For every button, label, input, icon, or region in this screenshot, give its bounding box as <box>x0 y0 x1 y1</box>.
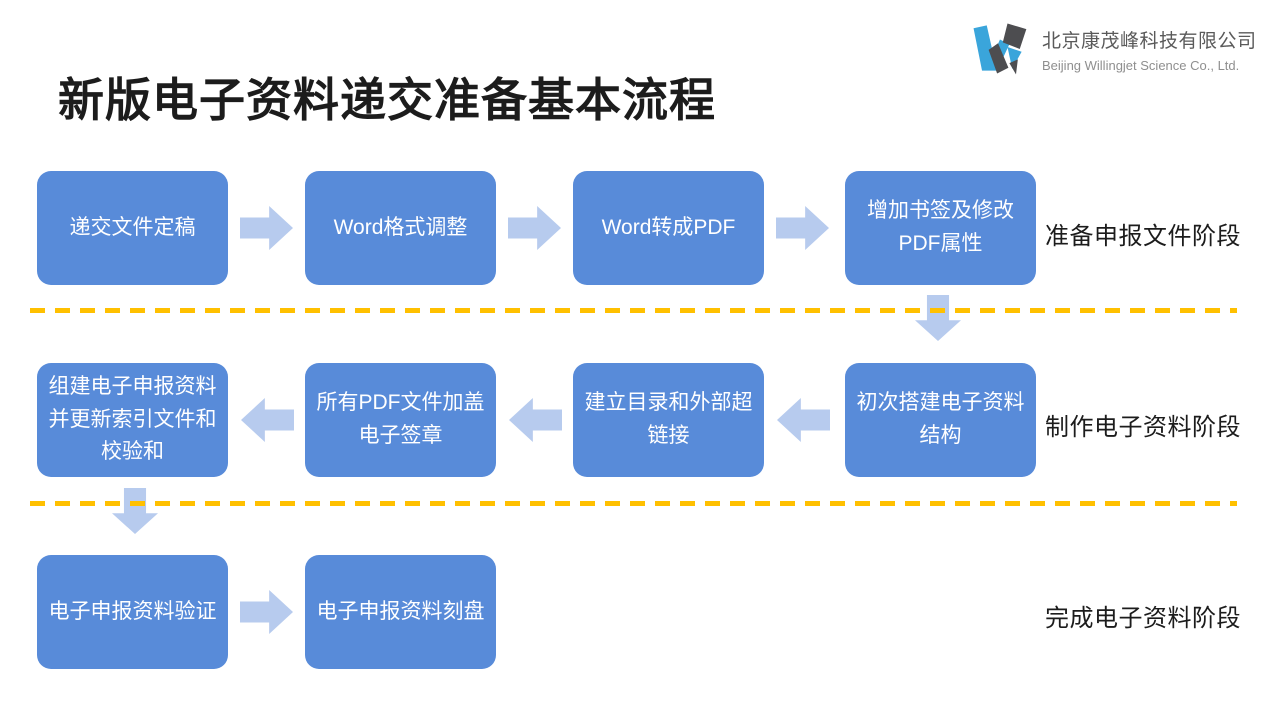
stage-label: 准备申报文件阶段 <box>1045 223 1241 250</box>
stage-divider-dashed <box>30 501 1237 506</box>
flow-step-box: 初次搭建电子资料 结构 <box>845 363 1036 477</box>
company-name-en: Beijing Willingjet Science Co., Ltd. <box>1042 58 1240 73</box>
flow-step-box: 增加书签及修改 PDF属性 <box>845 171 1036 285</box>
stage-label: 完成电子资料阶段 <box>1045 605 1241 632</box>
arrow-down-icon <box>915 295 961 341</box>
flow-step-box: 组建电子申报资料 并更新索引文件和 校验和 <box>37 363 228 477</box>
company-name-block: 北京康茂峰科技有限公司 Beijing Willingjet Science C… <box>1042 20 1257 73</box>
willingjet-logo-icon <box>973 23 1027 75</box>
stage-label: 制作电子资料阶段 <box>1045 414 1241 441</box>
flow-step-box: Word格式调整 <box>305 171 496 285</box>
flow-step-box: 递交文件定稿 <box>37 171 228 285</box>
company-logo: 北京康茂峰科技有限公司 Beijing Willingjet Science C… <box>966 20 1257 76</box>
flow-step-box: 电子申报资料刻盘 <box>305 555 496 669</box>
page-title: 新版电子资料递交准备基本流程 <box>58 74 716 126</box>
arrow-left-icon <box>777 398 830 442</box>
company-name-cn: 北京康茂峰科技有限公司 <box>1042 31 1257 52</box>
arrow-right-icon <box>508 206 561 250</box>
flow-step-box: 所有PDF文件加盖 电子签章 <box>305 363 496 477</box>
stage-divider-dashed <box>30 308 1237 313</box>
arrow-right-icon <box>240 590 293 634</box>
arrow-left-icon <box>241 398 294 442</box>
flow-step-box: 建立目录和外部超 链接 <box>573 363 764 477</box>
arrow-left-icon <box>509 398 562 442</box>
arrow-right-icon <box>240 206 293 250</box>
flow-step-box: Word转成PDF <box>573 171 764 285</box>
arrow-right-icon <box>776 206 829 250</box>
arrow-down-icon <box>112 488 158 534</box>
flow-step-box: 电子申报资料验证 <box>37 555 228 669</box>
